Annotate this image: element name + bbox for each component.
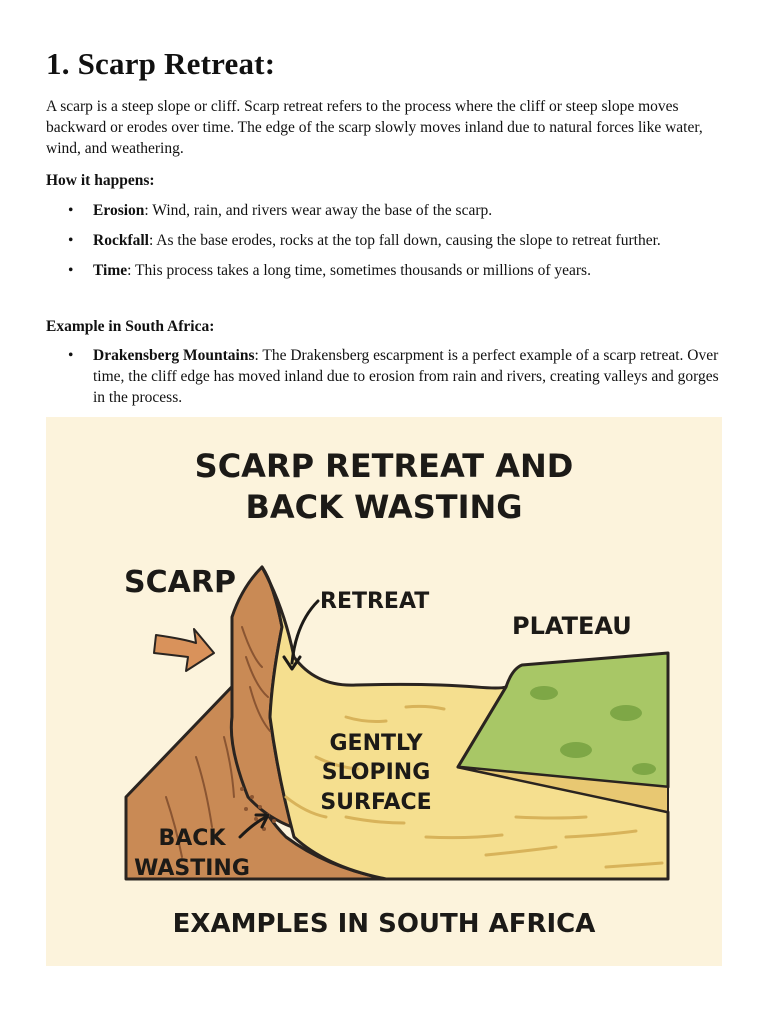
list-item-text: : As the base erodes, rocks at the top f… [148, 232, 661, 249]
gently-sloping-surface [260, 565, 670, 881]
bush-icons [530, 686, 656, 775]
label-back: BACK [159, 826, 227, 851]
back-wasting-arrowhead-icon [254, 813, 270, 829]
scarp-arrow-icon [153, 628, 215, 672]
plateau-top [456, 651, 670, 789]
diagram-svg: SCARP RETREAT AND BACK WASTING SCARP RET… [46, 417, 722, 966]
intro-paragraph: A scarp is a steep slope or cliff. Scarp… [46, 98, 703, 157]
label-plateau: PLATEAU [512, 612, 632, 640]
label-wasting: WASTING [134, 856, 250, 881]
list-item-text: : Wind, rain, and rivers wear away the b… [144, 202, 493, 219]
bullet-icon: • [68, 262, 74, 279]
retreat-arrow-icon [290, 599, 320, 665]
label-surface: SURFACE [320, 790, 431, 815]
bullet-icon: • [68, 202, 74, 219]
list-item-text: : This process takes a long time, someti… [127, 262, 591, 279]
list-item: • Rockfall: As the base erodes, rocks at… [46, 230, 726, 251]
diagram-footer: EXAMPLES IN SOUTH AFRICA [173, 909, 596, 939]
plateau-side [457, 766, 669, 813]
list-item-term: Erosion [93, 202, 145, 219]
diagram-title-line2: BACK WASTING [245, 488, 522, 526]
label-scarp: SCARP [124, 565, 236, 600]
scarp-retreat-diagram: SCARP RETREAT AND BACK WASTING SCARP RET… [46, 417, 722, 966]
cliff-stria [165, 626, 271, 858]
label-sloping: SLOPING [322, 760, 431, 785]
example-heading: Example in South Africa: [46, 318, 215, 335]
list-item-term: Time [93, 262, 128, 279]
bullet-icon: • [68, 347, 74, 364]
how-it-happens-list: • Erosion: Wind, rain, and rivers wear a… [46, 200, 726, 290]
retreat-arrowhead-icon [282, 655, 302, 671]
label-retreat: RETREAT [320, 589, 429, 614]
bullet-icon: • [68, 232, 74, 249]
list-item-term: Rockfall [93, 232, 149, 249]
label-gently: GENTLY [329, 731, 423, 756]
diagram-title-line1: SCARP RETREAT AND [195, 447, 574, 485]
list-item: • Time: This process takes a long time, … [46, 260, 726, 281]
list-item-text: : The Drakensberg escarpment is a perfec… [93, 347, 719, 406]
strata-lines [284, 704, 664, 869]
list-item: • Drakensberg Mountains: The Drakensberg… [46, 345, 726, 408]
list-item: • Erosion: Wind, rain, and rivers wear a… [46, 200, 726, 221]
back-wasting-arrow-icon [238, 815, 268, 839]
list-item-term: Drakensberg Mountains [93, 347, 255, 364]
how-it-happens-heading: How it happens: [46, 172, 155, 189]
example-list: • Drakensberg Mountains: The Drakensberg… [46, 345, 726, 417]
page-title: 1. Scarp Retreat: [46, 46, 276, 81]
